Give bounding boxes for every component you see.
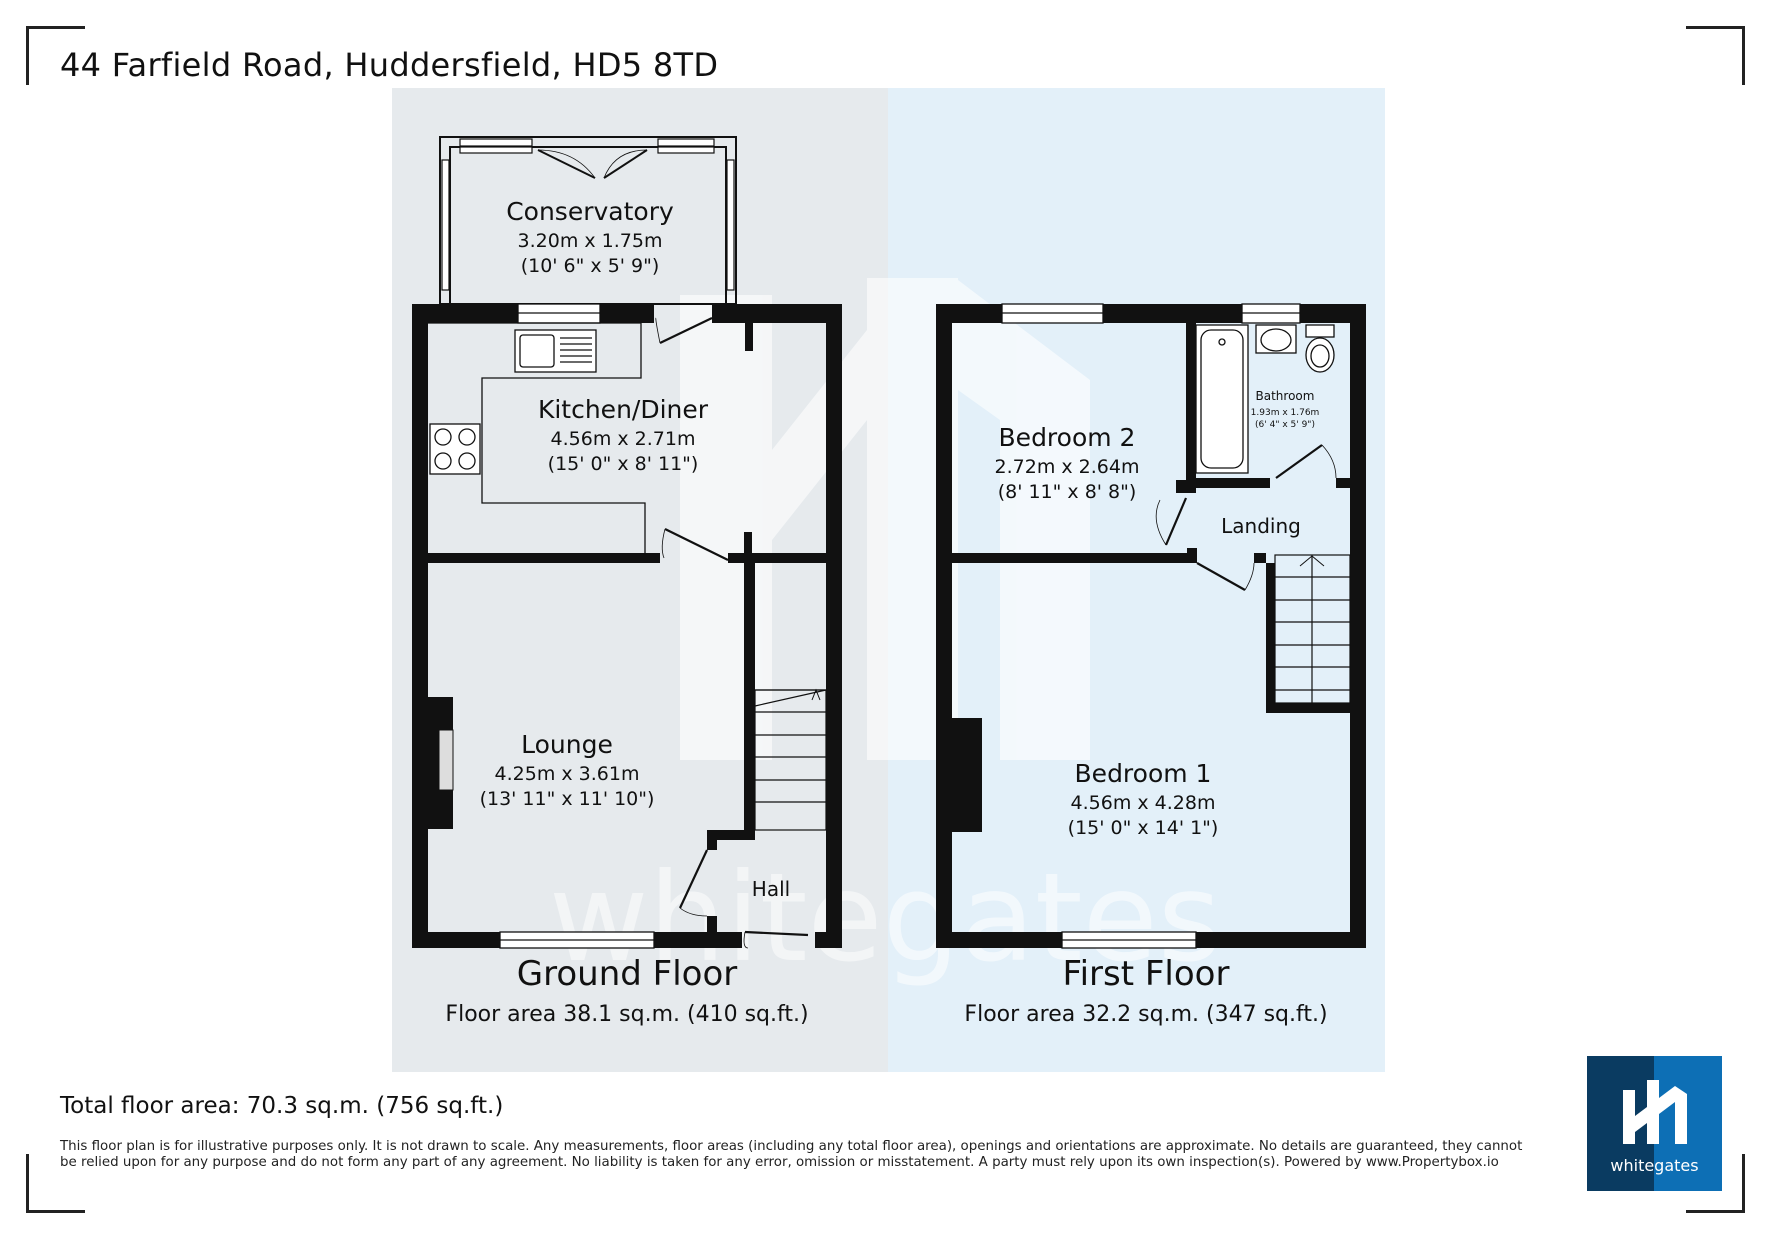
ground-floor-doors <box>655 317 809 949</box>
bathroom-basin <box>1255 324 1297 354</box>
watermark-logo <box>680 278 1090 760</box>
ground-floor-walls <box>412 304 842 948</box>
kitchen-hob <box>429 423 481 475</box>
kitchen-sink <box>514 329 597 373</box>
property-address: 44 Farfield Road, Huddersfield, HD5 8TD <box>60 46 719 84</box>
room-imperial-bedroom-1: (15' 0" x 14' 1") <box>1068 817 1219 839</box>
bathroom-toilet <box>1305 324 1335 373</box>
ground-floor-plan <box>412 136 842 949</box>
room-name-conservatory: Conservatory <box>506 197 674 226</box>
room-name-bedroom-2: Bedroom 2 <box>999 423 1136 452</box>
corner-mark-top-right <box>1686 26 1745 85</box>
first-floor-panel <box>888 88 1385 1072</box>
conservatory-french-doors <box>537 149 648 179</box>
room-imperial-conservatory: (10' 6" x 5' 9") <box>521 255 660 277</box>
room-imperial-bedroom-2: (8' 11" x 8' 8") <box>998 481 1137 503</box>
room-imperial-bathroom: (6' 4" x 5' 9") <box>1255 420 1315 430</box>
first-floor-doors <box>1155 444 1337 591</box>
logo-mark-icon <box>1623 1080 1687 1144</box>
ground-floor-panel <box>392 88 888 1072</box>
bathroom-bath <box>1195 324 1249 474</box>
total-floor-area: Total floor area: 70.3 sq.m. (756 sq.ft.… <box>60 1093 504 1119</box>
corner-mark-bottom-left <box>26 1154 85 1213</box>
room-metric-lounge: 4.25m x 3.61m <box>495 763 640 785</box>
ground-floor-windows <box>499 303 655 949</box>
room-metric-conservatory: 3.20m x 1.75m <box>518 230 663 252</box>
room-name-bathroom: Bathroom <box>1256 389 1315 403</box>
room-name-lounge: Lounge <box>521 730 613 759</box>
floor-area-first: Floor area 32.2 sq.m. (347 sq.ft.) <box>964 1002 1327 1027</box>
lounge-fireplace-hearth <box>438 729 454 791</box>
room-name-kitchen: Kitchen/Diner <box>538 395 709 424</box>
room-name-bedroom-1: Bedroom 1 <box>1075 759 1212 788</box>
room-name-landing: Landing <box>1221 514 1301 538</box>
ground-floor-staircase <box>754 688 827 831</box>
corner-mark-top-left <box>26 26 85 85</box>
watermark-text: whitegates <box>549 847 1222 989</box>
logo-text: whitegates <box>1610 1156 1699 1175</box>
corner-mark-bottom-right <box>1686 1154 1745 1213</box>
room-metric-bathroom: 1.93m x 1.76m <box>1251 408 1320 418</box>
room-imperial-kitchen: (15' 0" x 8' 11") <box>548 453 699 475</box>
room-metric-bedroom-1: 4.56m x 4.28m <box>1071 792 1216 814</box>
whitegates-logo: whitegates <box>1587 1056 1722 1191</box>
room-imperial-lounge: (13' 11" x 11' 10") <box>480 788 655 810</box>
first-floor-plan <box>936 303 1366 949</box>
first-floor-staircase <box>1274 554 1351 704</box>
floor-title-ground: Ground Floor <box>517 954 737 994</box>
logo-light-half <box>1654 1056 1722 1191</box>
room-name-hall: Hall <box>752 877 790 901</box>
floor-title-first: First Floor <box>1063 954 1230 994</box>
first-floor-walls <box>936 304 1366 948</box>
kitchen-worktop <box>428 322 646 555</box>
room-metric-kitchen: 4.56m x 2.71m <box>551 428 696 450</box>
conservatory-glazing <box>441 138 735 291</box>
disclaimer-text: This floor plan is for illustrative purp… <box>60 1139 1523 1170</box>
first-floor-windows <box>1001 303 1301 949</box>
room-metric-bedroom-2: 2.72m x 2.64m <box>995 456 1140 478</box>
floor-area-ground: Floor area 38.1 sq.m. (410 sq.ft.) <box>445 1002 808 1027</box>
